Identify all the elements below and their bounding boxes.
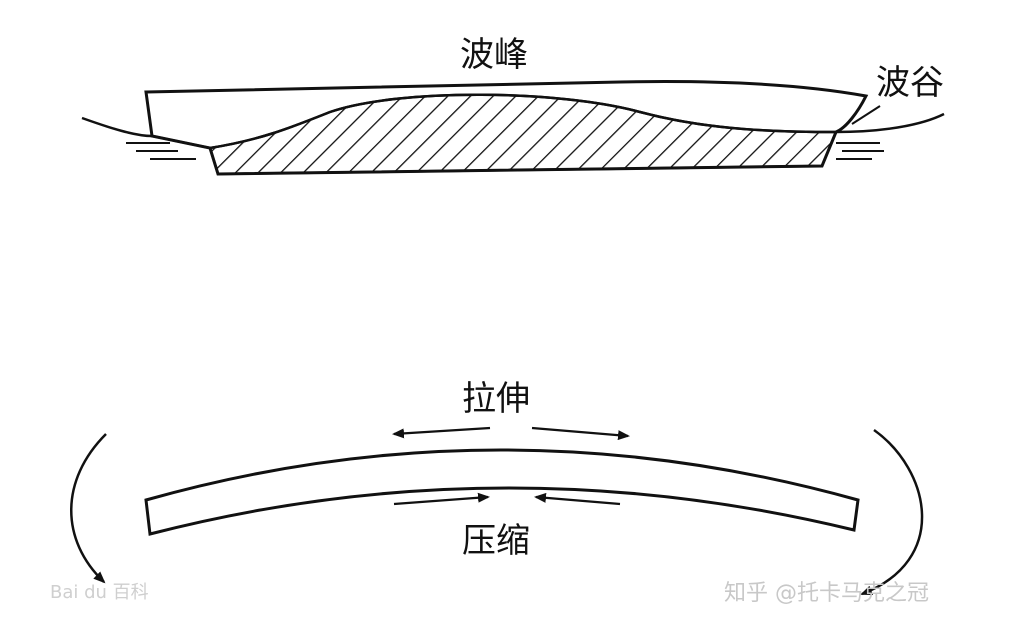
right-bending-moment-arrow bbox=[860, 428, 924, 596]
tension-arrow-right bbox=[531, 426, 630, 441]
ship-on-wave-figure: 波峰 波谷 bbox=[81, 35, 945, 176]
wave-surface-line bbox=[81, 93, 945, 150]
bending-beam-figure: 拉伸 压缩 bbox=[70, 379, 924, 596]
tension-arrow-left bbox=[392, 426, 491, 439]
wave-crest-label: 波峰 bbox=[460, 35, 528, 75]
watermark-zhihu: 知乎 @托卡马克之冠 bbox=[724, 581, 929, 606]
water-ripple-marks bbox=[126, 142, 884, 160]
compression-label: 压缩 bbox=[462, 521, 530, 561]
trough-leader-line bbox=[851, 105, 881, 125]
watermark-baidu: Bai du 百科 bbox=[50, 582, 149, 603]
wave-trough-label: 波谷 bbox=[876, 63, 944, 103]
compression-arrow-right bbox=[534, 492, 621, 506]
tension-label: 拉伸 bbox=[462, 379, 530, 419]
left-bending-moment-arrow bbox=[70, 433, 107, 584]
submerged-hull-hatched bbox=[208, 93, 838, 176]
bent-beam bbox=[144, 448, 860, 536]
compression-arrow-left bbox=[393, 492, 490, 506]
